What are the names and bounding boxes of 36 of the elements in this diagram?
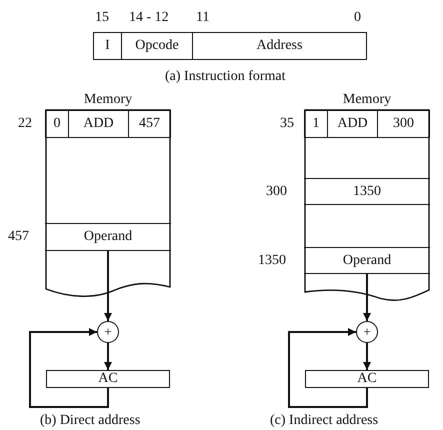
accumulator-register: AC — [46, 370, 170, 388]
figure-caption: (b) Direct address — [40, 413, 140, 428]
instruction-field: Address — [192, 32, 367, 60]
bit-number: 0 — [354, 10, 361, 25]
memory-heading: Memory — [82, 92, 134, 107]
figure-caption: (c) Indirect address — [270, 413, 378, 428]
memory-heading: Memory — [342, 92, 392, 107]
arrow — [104, 251, 112, 321]
memory-field: 300 — [377, 110, 430, 138]
memory-field: 0 — [45, 110, 69, 138]
address-label: 22 — [18, 116, 32, 131]
memory-field: 457 — [128, 110, 171, 138]
arrow — [288, 328, 368, 408]
memory-word: 1350 — [304, 178, 430, 205]
arrow — [29, 328, 109, 408]
arrow — [363, 274, 371, 321]
accumulator-register: AC — [305, 370, 429, 388]
memory-field: 1 — [304, 110, 328, 138]
arrow — [104, 343, 112, 370]
arrow — [363, 343, 371, 370]
bit-number: 14 - 12 — [129, 10, 169, 25]
memory-field: ADD — [68, 110, 129, 138]
adder-circle: + — [97, 321, 119, 343]
bit-number: 11 — [196, 10, 210, 25]
bit-number: 15 — [95, 10, 109, 25]
address-label: 300 — [266, 184, 287, 199]
adder-circle: + — [356, 321, 378, 343]
memory-field: ADD — [327, 110, 378, 138]
figure-caption: (a) Instruction format — [165, 69, 286, 84]
instruction-field: Opcode — [121, 32, 193, 60]
address-label: 457 — [8, 229, 29, 244]
memory-word: Operand — [45, 223, 171, 251]
instruction-field: I — [93, 32, 122, 60]
address-label: 1350 — [258, 253, 286, 268]
memory-word: Operand — [304, 247, 430, 274]
address-label: 35 — [280, 116, 294, 131]
